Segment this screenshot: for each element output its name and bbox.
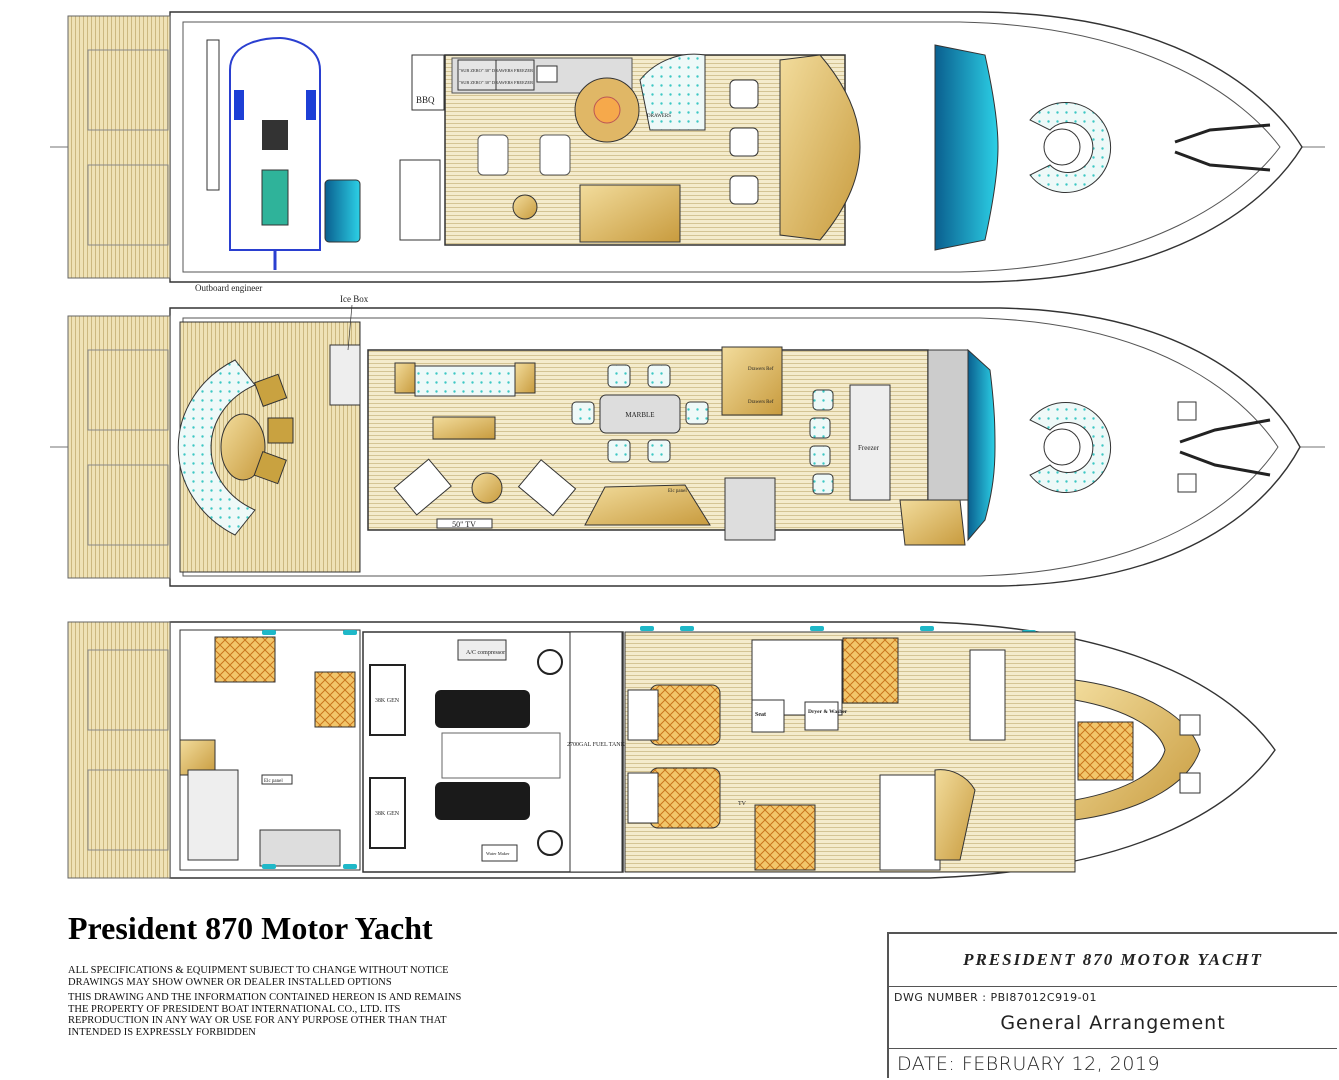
lounge-chair [477, 134, 509, 176]
berth [314, 671, 356, 728]
ice-box [329, 344, 361, 406]
dining-chairs [571, 364, 709, 463]
berth [649, 684, 721, 746]
galley-island [849, 384, 891, 501]
generator [369, 664, 406, 736]
generator-label: 38K GEN [375, 698, 400, 704]
anchor-windlass [1174, 123, 1271, 172]
helm-seat [729, 79, 759, 109]
helm-seat [729, 127, 759, 157]
berth [842, 637, 899, 704]
elc-panel-label: Elc panel [668, 489, 687, 494]
salon-sofa [414, 365, 516, 397]
water-maker-label: Water Maker [486, 851, 510, 856]
crew-galley [259, 829, 341, 867]
berth [754, 804, 816, 871]
crane [206, 39, 220, 191]
note: ALL SPECIFICATIONS & EQUIPMENT SUBJECT T… [68, 965, 449, 976]
drawers-label: DRAWERS [647, 114, 671, 119]
stairway [579, 184, 681, 243]
drawing-title: President 870 Motor Yacht [68, 910, 433, 946]
generator [369, 777, 406, 849]
freezer-drawers [495, 59, 535, 91]
main-engine [435, 782, 530, 820]
drawers-ref-label: Drawers Ref [748, 400, 774, 405]
note-line: THIS DRAWING AND THE INFORMATION CONTAIN… [68, 992, 478, 1038]
bow-seating [1029, 102, 1112, 193]
freezer-drawers [457, 59, 497, 91]
freezer-label: Freezer [858, 444, 880, 452]
helm-seat [729, 175, 759, 205]
tv-label: 50" TV [452, 520, 476, 529]
helm-console [779, 54, 861, 241]
berth [649, 767, 721, 829]
dryer-washer-label: Dryer & Washer [808, 709, 848, 715]
freezer-label: "SUB ZERO" 30" DRAWERS FREEZER [459, 80, 533, 85]
aft-settee [177, 359, 256, 536]
lounge-chair [539, 134, 571, 176]
copyright-note: THIS DRAWING AND THE INFORMATION CONTAIN… [68, 992, 462, 1038]
tv-label: TV [738, 801, 747, 807]
windscreen [934, 44, 999, 251]
main-engine [435, 690, 530, 728]
stairway [934, 769, 976, 861]
aft-table [220, 413, 266, 481]
seat-label: Seat [755, 712, 766, 718]
armchair [393, 458, 452, 516]
tender-boat [229, 36, 321, 270]
lower-deck: Elc panel 38K GEN 38K GEN A/C compressor… [67, 621, 1276, 879]
fuel-tank-label: 2700GAL FUEL TANK [567, 742, 626, 748]
dwg-number: DWG NUMBER : PBI87012C919-01 [894, 991, 1098, 1004]
generator-label: 38K GEN [375, 811, 400, 817]
title-block-dwg: DWG NUMBER : PBI87012C919-01 General Arr… [889, 987, 1337, 1049]
fuel-tank [569, 631, 623, 873]
drawers-ref-label: Drawers Ref [748, 367, 774, 372]
main-deck: Ice Box MARBLE 50" TV Elc panel Drawers … [50, 294, 1325, 587]
jacuzzi [324, 179, 361, 243]
elc-panel-label: Elc panel [264, 779, 283, 784]
bbq-label: BBQ [416, 95, 435, 105]
marble-label: MARBLE [625, 411, 654, 419]
ac-compressor-label: A/C compressor [466, 650, 505, 656]
note-line: ALL SPECIFICATIONS & EQUIPMENT SUBJECT T… [68, 965, 478, 988]
sheet-title: General Arrangement [1000, 1012, 1226, 1034]
flybridge-deck: Outboard engineer BBQ DRAWERS "SUB ZERO"… [50, 11, 1325, 293]
armchair [517, 459, 577, 517]
crew-head [187, 769, 239, 861]
bow-seating [1029, 402, 1112, 493]
day-head [724, 477, 776, 541]
swim-platform [67, 621, 171, 879]
sink [536, 65, 558, 83]
dinette-seats [809, 389, 834, 495]
anchor-windlass [1179, 418, 1271, 477]
note: DRAWINGS MAY SHOW OWNER OR DEALER INSTAL… [68, 976, 392, 988]
freezer-label: "SUB ZERO" 30" DRAWERS FREEZER [459, 68, 533, 73]
vip-berth [1077, 721, 1134, 781]
ice-box-label: Ice Box [340, 294, 369, 304]
swim-platform [67, 315, 171, 579]
title-block: PRESIDENT 870 MOTOR YACHT DWG NUMBER : P… [887, 932, 1337, 1078]
berth [214, 636, 276, 683]
swim-platform [67, 15, 171, 279]
stairway [584, 484, 711, 526]
title-block-name: PRESIDENT 870 MOTOR YACHT [889, 934, 1337, 987]
coffee-table [432, 416, 496, 440]
drawing-notes: ALL SPECIFICATIONS & EQUIPMENT SUBJECT T… [68, 965, 478, 1042]
dryer-washer [804, 701, 839, 731]
windscreen [967, 348, 996, 542]
drawing-date: DATE: FEBRUARY 12, 2019 [897, 1053, 1161, 1075]
outboard-engine-label: Outboard engineer [195, 283, 262, 293]
dining-table [599, 394, 681, 434]
drawers-ref [721, 346, 783, 416]
